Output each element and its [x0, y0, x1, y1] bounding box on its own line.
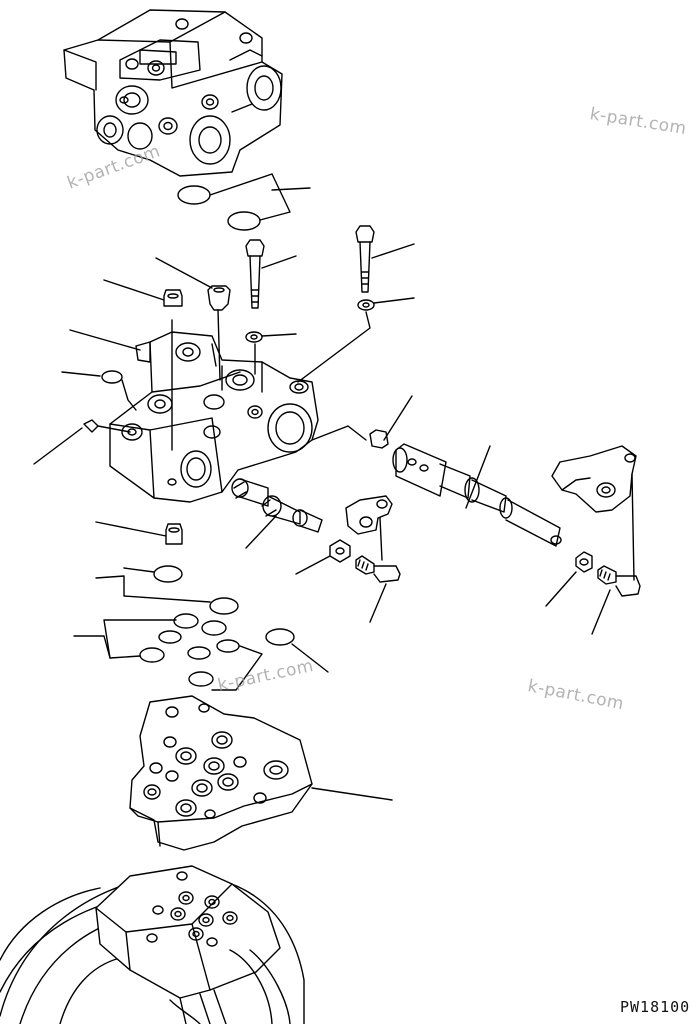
right-bracket — [551, 445, 641, 635]
lower-o-rings — [73, 565, 329, 691]
main-control-valve — [33, 309, 371, 503]
left-spool — [231, 478, 351, 575]
figure-id-label: PW18100 — [620, 998, 691, 1016]
right-spool — [392, 443, 593, 607]
small-plugs — [95, 257, 413, 545]
upper-valve-body — [63, 9, 283, 177]
transmission-case — [0, 865, 305, 1025]
long-bolts — [245, 225, 415, 343]
center-lever — [345, 495, 401, 623]
separator-plate — [129, 695, 393, 851]
top-o-rings — [177, 173, 311, 231]
